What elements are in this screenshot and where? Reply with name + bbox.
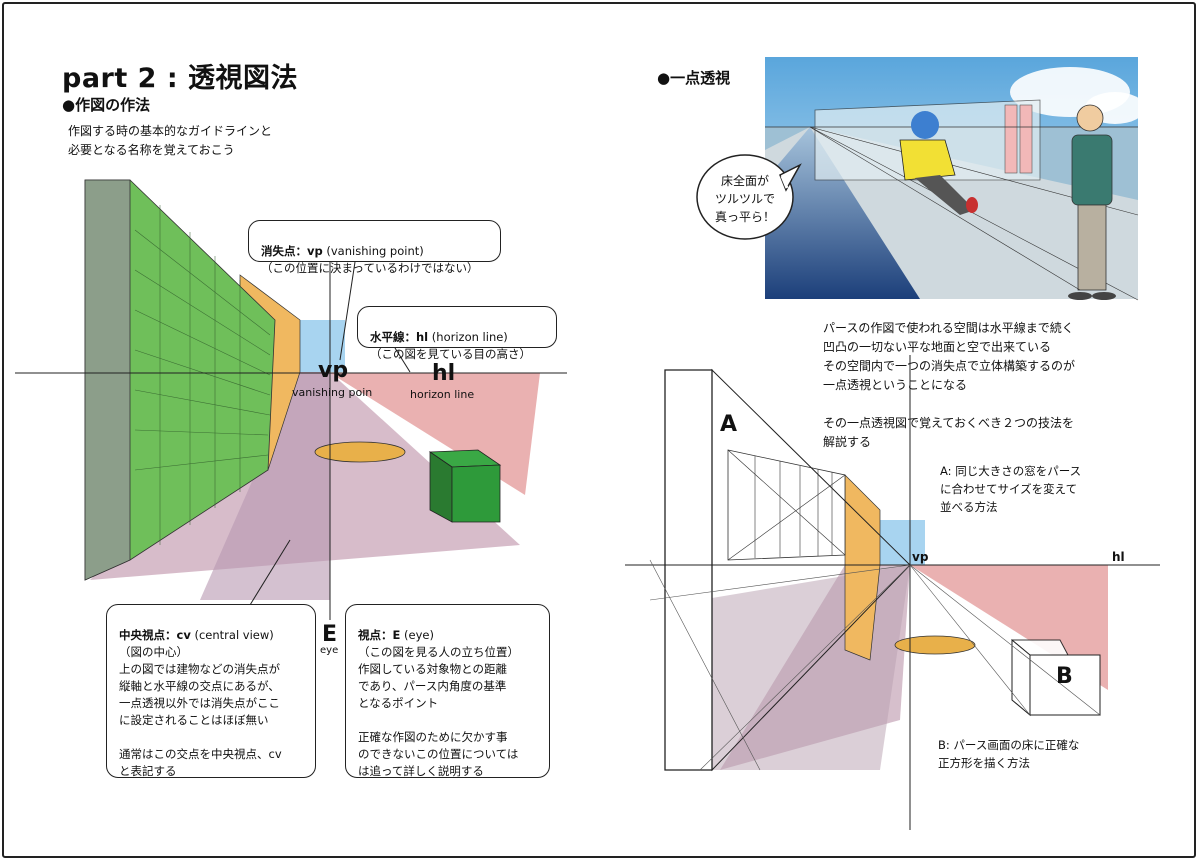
note-hl-head: 水平線：hl: [370, 330, 429, 344]
note-cv-head: 中央視点：cv: [119, 628, 191, 642]
note-eye-text: （この図を見る人の立ち位置） 作図している対象物との距離 であり、パース内角度の…: [358, 645, 519, 778]
note-hl-head-en: (horizon line): [431, 330, 508, 344]
panel-a: [664, 369, 713, 771]
e-caption: eye: [320, 645, 339, 656]
note-eye-head-en: (eye): [404, 628, 434, 642]
left-heading: ●作図の作法: [62, 96, 151, 114]
note-cv-text: （図の中心） 上の図では建物などの消失点が 縦軸と水平線の交点にあるが、 一点透…: [119, 645, 282, 778]
note-horizon-line: 水平線：hl (horizon line) （この図を見ている目の高さ）: [357, 306, 557, 361]
label-b: B: [1056, 664, 1073, 689]
right-paragraph: パースの作図で使われる空間は水平線まで続く 凹凸の一切ない平な地面と空で出来てい…: [823, 321, 1076, 449]
vp-caption: vanishing poin: [292, 386, 373, 399]
label-a: A: [720, 412, 738, 437]
box-b: [1029, 654, 1101, 716]
technique-a: A: 同じ大きさの窓をパース に合わせてサイズを変えて 並べる方法: [940, 464, 1082, 514]
note-vp-text: （この位置に決まっているわけではない）: [261, 261, 479, 275]
page-title: part 2 : 透視図法: [62, 63, 299, 94]
speech-bubble-shape: [696, 154, 794, 240]
pond: [314, 441, 406, 463]
note-vp-head: 消失点：vp: [261, 244, 323, 258]
speech-bubble-text: 床全面が ツルツルで 真っ平ら！: [714, 174, 775, 224]
hl-caption: horizon line: [410, 388, 475, 401]
sky-patch: [300, 320, 345, 372]
note-vanishing-point: 消失点：vp (vanishing point) （この位置に決まっているわけでは…: [248, 220, 501, 275]
hl-label: hl: [432, 361, 456, 386]
right-vp-label: vp: [912, 550, 929, 564]
note-eye: 視点：E (eye) （この図を見る人の立ち位置） 作図している対象物との距離 で…: [345, 604, 550, 778]
right-heading: ●一点透視: [657, 69, 731, 87]
e-label: E: [322, 622, 338, 647]
right-hl-label: hl: [1112, 550, 1125, 564]
cube: [451, 464, 501, 523]
vp-label: vp: [318, 358, 349, 383]
note-hl-text: （この図を見ている目の高さ）: [370, 347, 531, 361]
note-eye-head: 視点：E: [358, 628, 401, 642]
note-vp-head-en: (vanishing point): [326, 244, 424, 258]
technique-b: B: パース画面の床に正確な 正方形を描く方法: [938, 738, 1080, 770]
left-intro: 作図する時の基本的なガイドラインと 必要となる名称を覚えておこう: [68, 124, 273, 157]
note-cv-head-en: (central view): [194, 628, 274, 642]
note-central-view: 中央視点：cv (central view) （図の中心） 上の図では建物などの消…: [106, 604, 316, 778]
